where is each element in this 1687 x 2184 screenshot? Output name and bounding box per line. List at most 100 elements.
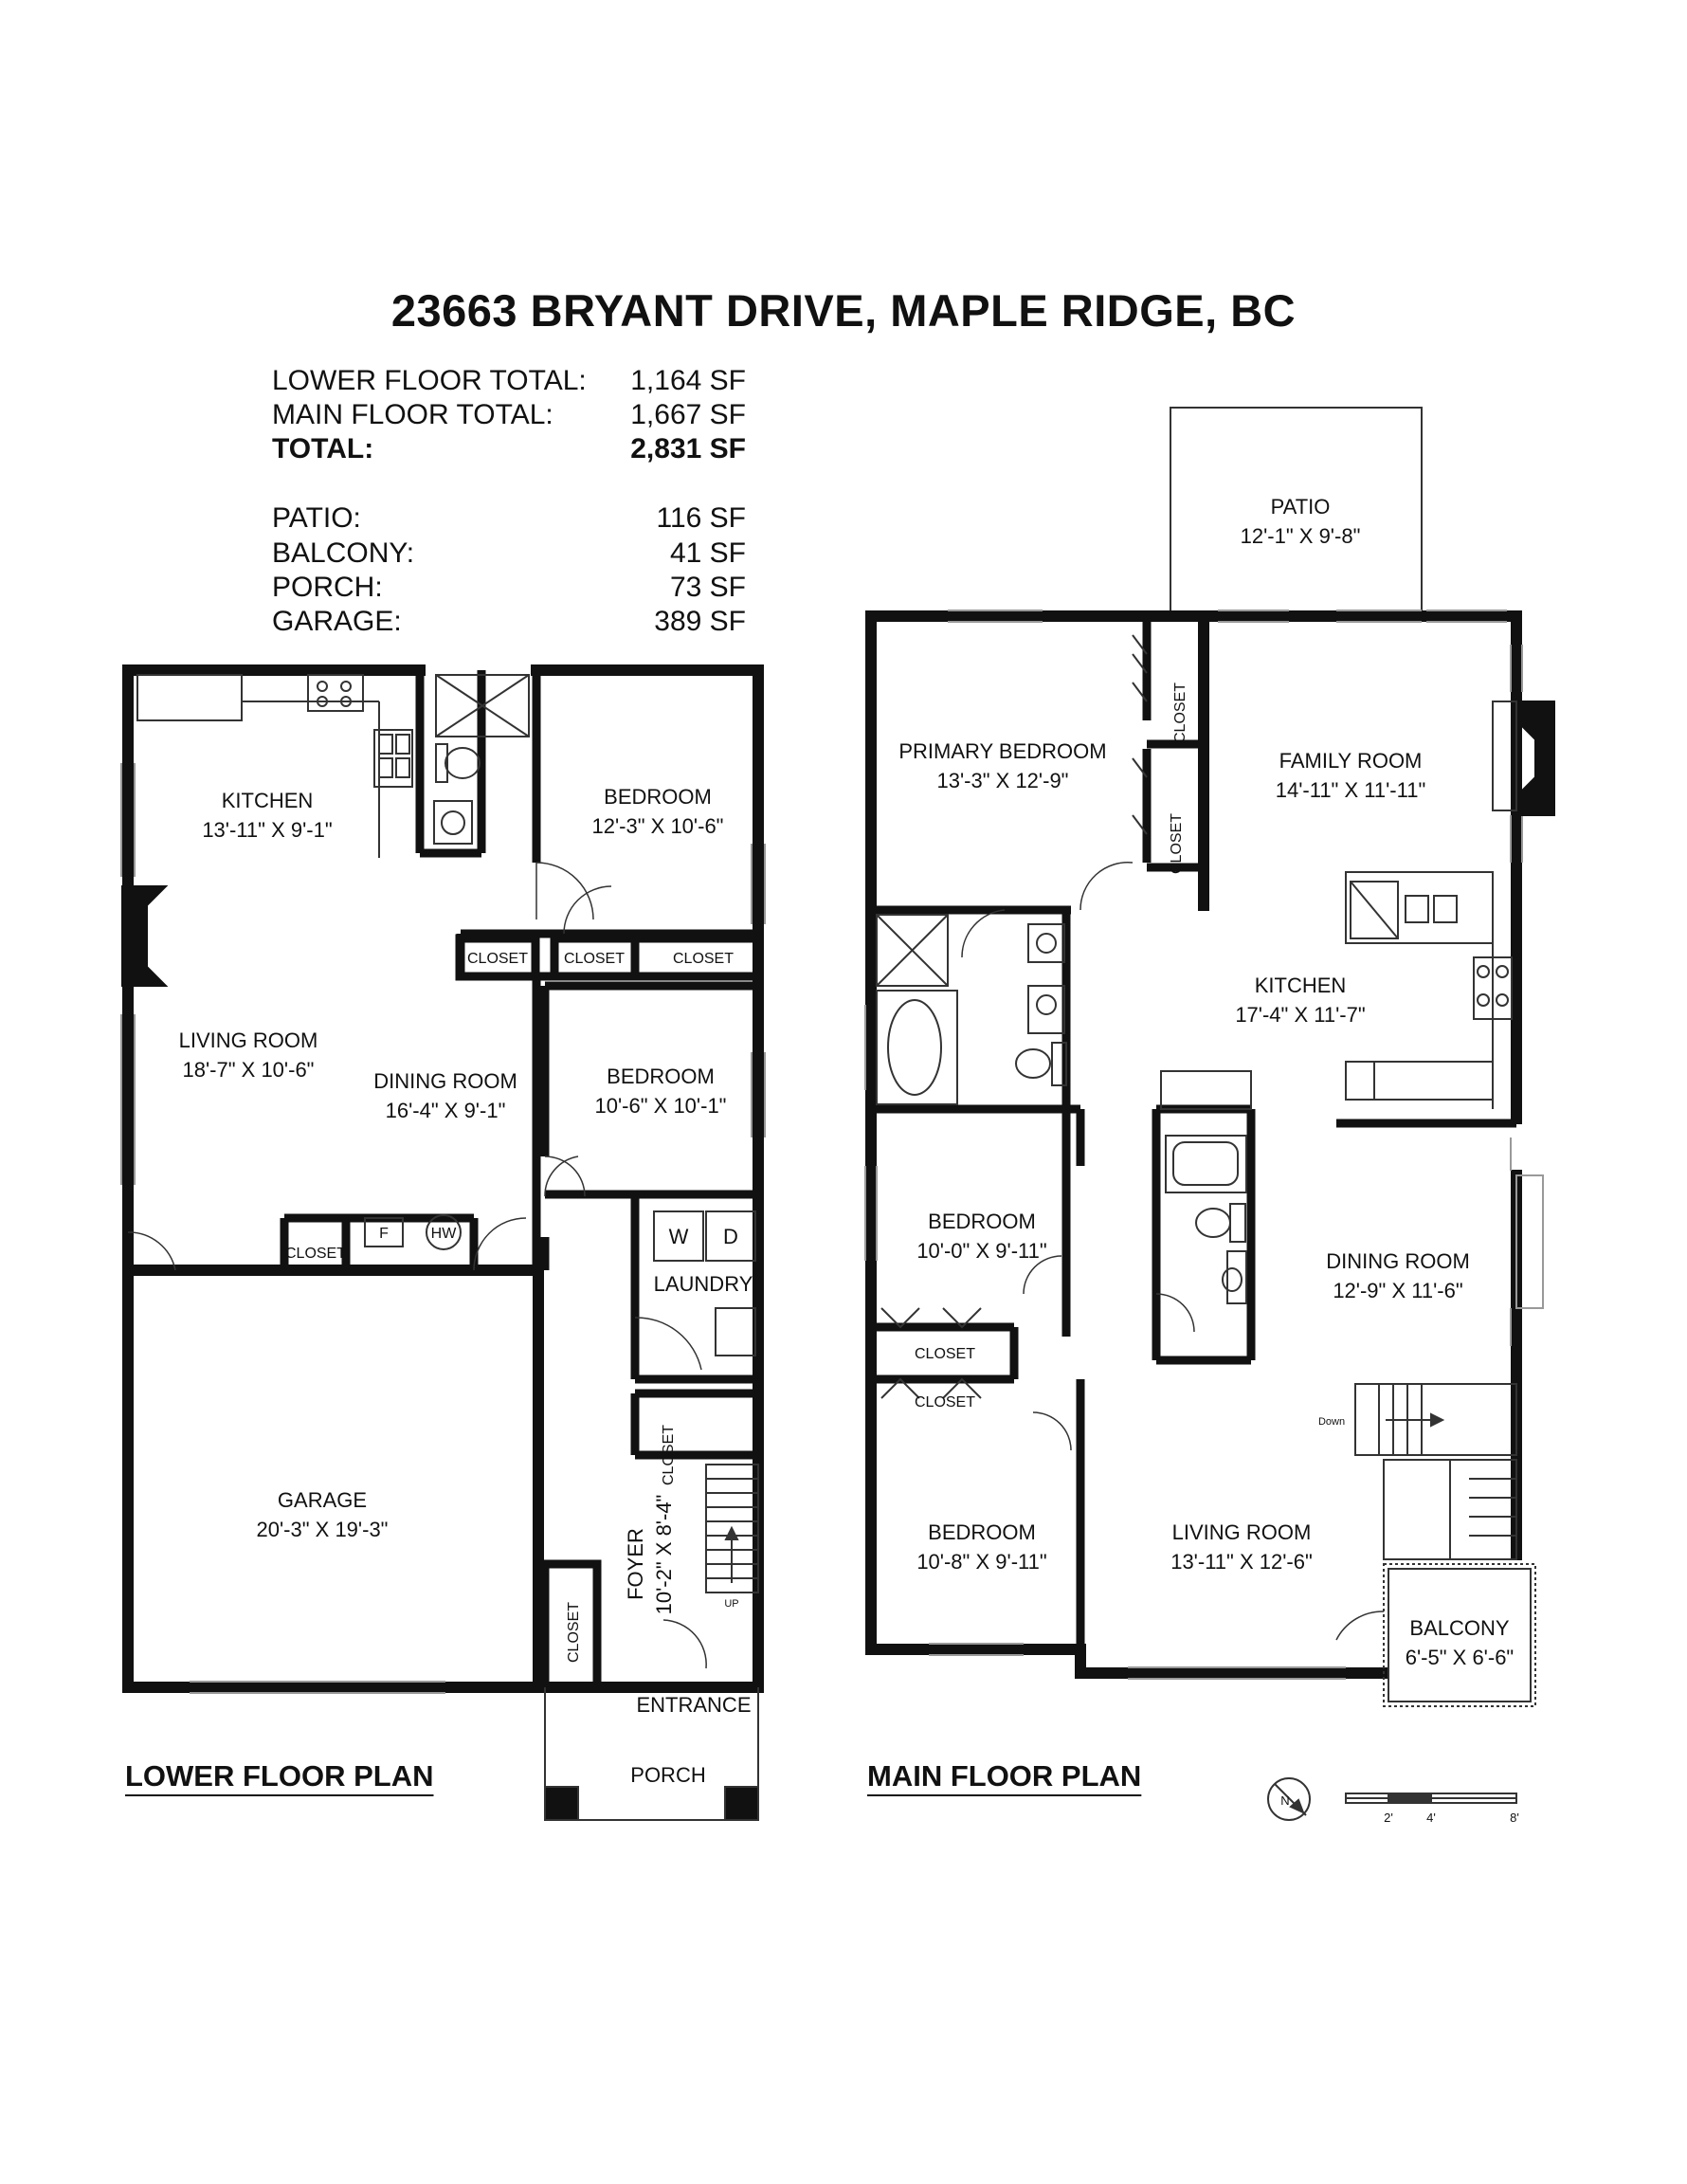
main-closets — [880, 634, 1148, 1399]
stair-up-label: UP — [724, 1598, 738, 1610]
room-family-name: FAMILY ROOM — [1279, 749, 1423, 773]
area-value: 41 SF — [669, 537, 746, 569]
lower-floor-plan-title: LOWER FLOOR PLAN — [125, 1759, 434, 1793]
stair-down-label: Down — [1318, 1416, 1345, 1428]
room-patio-dims: 12'-1" X 9'-8" — [1241, 524, 1361, 548]
main-hall-bath-fixtures — [1165, 1135, 1247, 1304]
room-dining-dims: 12'-9" X 11'-6" — [1333, 1279, 1462, 1302]
area-value: 73 SF — [669, 572, 746, 603]
room-primary-bedroom-dims: 13'-3" X 12'-9" — [937, 769, 1069, 792]
area-row-main-floor: MAIN FLOOR TOTAL: 1,667 SF — [272, 399, 746, 433]
lower-bath-fixtures — [433, 674, 530, 845]
room-living-dims: 18'-7" X 10'-6" — [183, 1058, 315, 1082]
room-living-name: LIVING ROOM — [1172, 1520, 1312, 1544]
scale-tick-label: 2' — [1384, 1811, 1393, 1825]
hot-water-label: HW — [431, 1226, 458, 1242]
room-foyer-dims: 10'-2" X 8'-4" — [652, 1495, 676, 1615]
main-stairs — [1354, 1383, 1517, 1560]
lower-stairs — [705, 1464, 759, 1593]
area-value: 389 SF — [654, 606, 746, 637]
area-label: TOTAL: — [272, 433, 374, 464]
closet-label: CLOSET — [915, 1346, 975, 1362]
kitchen-island-block — [1160, 1070, 1252, 1110]
area-row-porch: PORCH: 73 SF — [272, 572, 746, 606]
lower-windows — [120, 763, 766, 1694]
main-kitchen-counter — [1345, 871, 1513, 1109]
scale-tick-label: 8' — [1510, 1811, 1519, 1825]
fireplace-icon — [121, 885, 169, 987]
area-label: PATIO: — [272, 502, 361, 534]
area-row-total: TOTAL: 2,831 SF — [272, 433, 746, 467]
main-room-labels: PATIO 12'-1" X 9'-8" PRIMARY BEDROOM 13'… — [898, 495, 1514, 1669]
furnace-label: F — [379, 1226, 389, 1242]
room-bedroom-dims: 12'-3" X 10'-6" — [592, 814, 724, 838]
area-row-balcony: BALCONY: 41 SF — [272, 537, 746, 572]
main-balcony — [1383, 1563, 1536, 1707]
closet-label: CLOSET — [1172, 682, 1188, 743]
room-kitchen-name: KITCHEN — [1255, 974, 1347, 997]
room-bedroom2-dims: 10'-6" X 10'-1" — [595, 1094, 727, 1118]
area-row-patio: PATIO: 116 SF — [272, 502, 746, 537]
area-value: 1,164 SF — [630, 365, 746, 396]
area-row-lower-floor: LOWER FLOOR TOTAL: 1,164 SF — [272, 365, 746, 399]
main-floor-plan — [864, 407, 1555, 1707]
main-bath-fixtures — [876, 914, 1067, 1105]
area-label: PORCH: — [272, 572, 383, 603]
room-foyer-name: FOYER — [624, 1528, 647, 1600]
closet-label: CLOSET — [564, 951, 625, 967]
room-balcony-name: BALCONY — [1409, 1616, 1509, 1640]
lower-laundry-fixtures — [653, 1210, 756, 1356]
closet-label: CLOSET — [915, 1394, 975, 1410]
room-kitchen-dims: 17'-4" X 11'-7" — [1235, 1003, 1365, 1027]
area-label: GARAGE: — [272, 606, 402, 637]
compass-icon: N — [1267, 1777, 1311, 1821]
lower-closets — [455, 934, 763, 1692]
closet-label: CLOSET — [1169, 813, 1185, 874]
room-dining-name: DINING ROOM — [1326, 1249, 1470, 1273]
room-dining-name: DINING ROOM — [373, 1069, 517, 1093]
area-label: MAIN FLOOR TOTAL: — [272, 399, 553, 430]
entrance-label: ENTRANCE — [636, 1693, 751, 1717]
room-garage-name: GARAGE — [278, 1488, 367, 1512]
area-label: BALCONY: — [272, 537, 415, 569]
closet-label: CLOSET — [661, 1425, 677, 1485]
lower-doors — [127, 862, 707, 1669]
room-bedroom-name: BEDROOM — [604, 785, 712, 809]
room-garage-dims: 20'-3" X 19'-3" — [257, 1518, 389, 1541]
scale-tick-label: 4' — [1426, 1811, 1436, 1825]
porch-label: PORCH — [630, 1763, 705, 1787]
closet-label: CLOSET — [467, 951, 528, 967]
room-bedroom-dims: 10'-0" X 9'-11" — [916, 1239, 1046, 1263]
lower-mechanical — [364, 1214, 462, 1250]
dryer-label: D — [723, 1225, 738, 1248]
room-patio-name: PATIO — [1271, 495, 1331, 519]
room-living-dims: 13'-11" X 12'-6" — [1170, 1550, 1313, 1574]
compass-letter: N — [1280, 1793, 1289, 1808]
area-value: 116 SF — [656, 502, 747, 534]
washer-label: W — [669, 1225, 689, 1248]
hearth — [1492, 701, 1517, 811]
property-address-title: 23663 BRYANT DRIVE, MAPLE RIDGE, BC — [390, 285, 1297, 336]
room-bedroom2-name: BEDROOM — [607, 1065, 715, 1088]
lower-room-labels: KITCHEN 13'-11" X 9'-1" BEDROOM 12'-3" X… — [179, 785, 753, 1787]
room-dining-dims: 16'-4" X 9'-1" — [386, 1099, 506, 1122]
room-laundry-name: LAUNDRY — [654, 1272, 753, 1296]
main-windows — [864, 610, 1544, 1680]
area-value: 2,831 SF — [630, 433, 746, 464]
room-kitchen-dims: 13'-11" X 9'-1" — [202, 818, 332, 842]
room-balcony-dims: 6'-5" X 6'-6" — [1406, 1646, 1515, 1669]
room-living-name: LIVING ROOM — [179, 1028, 318, 1052]
area-value: 1,667 SF — [630, 399, 746, 430]
room-family-dims: 14'-11" X 11'-11" — [1276, 778, 1426, 802]
main-doors — [961, 862, 1385, 1641]
room-bedroom2-name: BEDROOM — [928, 1520, 1036, 1544]
room-bedroom2-dims: 10'-8" X 9'-11" — [916, 1550, 1046, 1574]
closet-label: CLOSET — [285, 1246, 346, 1262]
area-row-garage: GARAGE: 389 SF — [272, 606, 746, 640]
closet-label: CLOSET — [566, 1602, 582, 1663]
main-floor-plan-title: MAIN FLOOR PLAN — [867, 1759, 1142, 1793]
room-primary-bedroom-name: PRIMARY BEDROOM — [898, 739, 1106, 763]
scale-bar: 2' 4' 8' — [1345, 1793, 1519, 1825]
area-label: LOWER FLOOR TOTAL: — [272, 365, 587, 396]
lower-porch — [544, 1687, 759, 1821]
